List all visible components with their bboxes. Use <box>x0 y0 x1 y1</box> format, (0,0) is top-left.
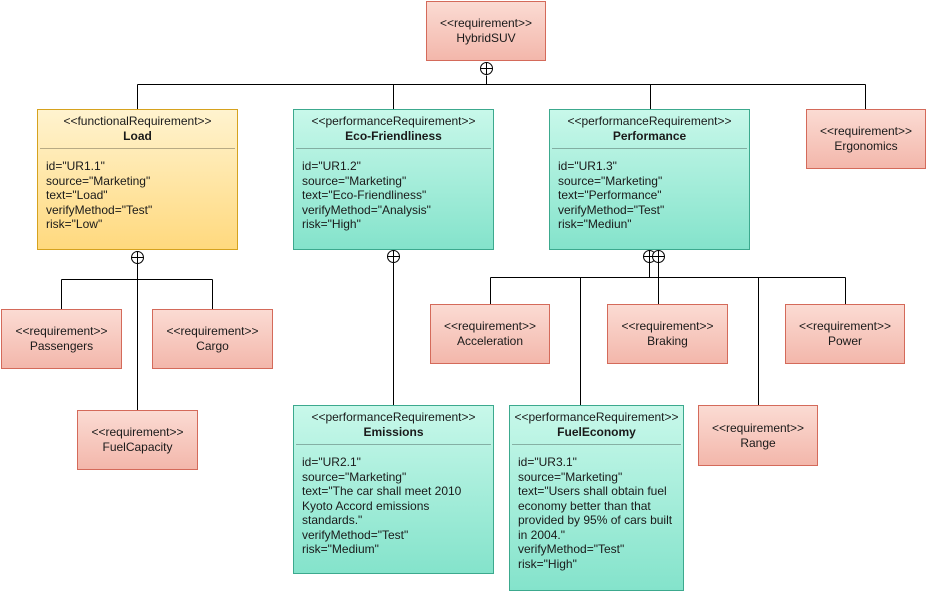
requirement-name: Load <box>123 129 152 143</box>
requirement-cargo[interactable]: <<requirement>> Cargo <box>152 309 273 369</box>
requirement-hybridsuv[interactable]: <<requirement>> HybridSUV <box>426 1 546 61</box>
property-verify-method: verifyMethod="Test" <box>302 527 409 542</box>
stereotype-label: <<requirement>> <box>439 16 533 30</box>
requirement-name: Acceleration <box>456 334 524 348</box>
properties-compartment: id="UR2.1" source="Marketing" text="The … <box>294 445 493 557</box>
stereotype-label: <<performanceRequirement>> <box>311 114 476 128</box>
requirement-name: Cargo <box>196 339 229 353</box>
requirement-power[interactable]: <<requirement>> Power <box>785 304 905 364</box>
requirement-name: Passengers <box>29 339 94 353</box>
property-source: source="Marketing" <box>302 173 407 188</box>
property-risk: risk="High" <box>518 556 577 571</box>
stereotype-label: <<requirement>> <box>798 319 892 333</box>
property-id: id="UR3.1" <box>518 455 577 469</box>
performance-requirement-emissions[interactable]: <<performanceRequirement>> Emissions id=… <box>293 405 494 574</box>
requirement-range[interactable]: <<requirement>> Range <box>698 405 818 466</box>
compartment-divider <box>40 148 235 149</box>
functional-requirement-load[interactable]: <<functionalRequirement>> Load id="UR1.1… <box>37 109 238 250</box>
stereotype-label: <<performanceRequirement>> <box>514 410 679 424</box>
properties-compartment: id="UR1.1" source="Marketing" text="Load… <box>38 149 237 232</box>
stereotype-label: <<performanceRequirement>> <box>311 410 476 424</box>
property-risk: risk="Mediun" <box>558 217 632 231</box>
stereotype-label: <<requirement>> <box>166 324 259 338</box>
property-verify-method: verifyMethod="Analysis" <box>302 202 431 217</box>
property-source: source="Marketing" <box>302 469 407 484</box>
performance-requirement-fueleconomy[interactable]: <<performanceRequirement>> FuelEconomy i… <box>509 405 684 591</box>
requirement-name: Emissions <box>363 425 424 439</box>
stereotype-label: <<requirement>> <box>443 319 537 333</box>
property-source: source="Marketing" <box>558 173 663 188</box>
compartment-divider <box>296 444 491 445</box>
requirement-name: Braking <box>647 334 688 348</box>
properties-compartment: id="UR1.3" source="Marketing" text="Perf… <box>550 149 749 232</box>
property-risk: risk="High" <box>302 217 361 231</box>
requirement-braking[interactable]: <<requirement>> Braking <box>607 304 728 364</box>
requirement-name: Eco-Friendliness <box>345 129 442 143</box>
performance-requirement-eco-friendliness[interactable]: <<performanceRequirement>> Eco-Friendlin… <box>293 109 494 250</box>
stereotype-label: <<requirement>> <box>15 324 108 338</box>
stereotype-label: <<functionalRequirement>> <box>63 114 212 128</box>
property-text: text="The car shall meet 2010 Kyoto Acco… <box>302 484 462 527</box>
property-verify-method: verifyMethod="Test" <box>46 202 153 217</box>
stereotype-label: <<requirement>> <box>91 425 184 439</box>
requirement-name: FuelCapacity <box>102 440 173 454</box>
property-text: text="Users shall obtain fuel economy be… <box>518 484 673 542</box>
requirement-name: Ergonomics <box>834 139 898 153</box>
property-id: id="UR1.3" <box>558 159 617 173</box>
requirement-name: FuelEconomy <box>557 425 636 439</box>
requirement-name: Power <box>827 334 862 348</box>
property-text: text="Performance" <box>558 188 662 202</box>
stereotype-label: <<requirement>> <box>621 319 714 333</box>
property-source: source="Marketing" <box>518 469 623 484</box>
requirement-passengers[interactable]: <<requirement>> Passengers <box>1 309 122 369</box>
requirement-name: HybridSUV <box>456 31 516 45</box>
property-verify-method: verifyMethod="Test" <box>558 202 665 217</box>
property-risk: risk="Low" <box>46 217 103 231</box>
containment-symbol-load <box>131 251 144 264</box>
compartment-divider <box>512 444 681 445</box>
performance-requirement-performance[interactable]: <<performanceRequirement>> Performance i… <box>549 109 750 250</box>
stereotype-label: <<requirement>> <box>819 124 913 138</box>
property-source: source="Marketing" <box>46 173 151 188</box>
stereotype-label: <<performanceRequirement>> <box>567 114 732 128</box>
property-id: id="UR1.1" <box>46 159 105 173</box>
requirement-fuelcapacity[interactable]: <<requirement>> FuelCapacity <box>77 410 198 470</box>
property-text: text="Load" <box>46 188 108 202</box>
requirement-name: Range <box>740 435 776 450</box>
containment-symbol-performance-b <box>652 250 665 263</box>
compartment-divider <box>296 148 491 149</box>
property-risk: risk="Medium" <box>302 542 379 556</box>
containment-symbol-hybridsuv <box>480 62 493 75</box>
property-id: id="UR1.2" <box>302 159 361 173</box>
containment-symbol-eco <box>387 250 400 263</box>
property-id: id="UR2.1" <box>302 455 361 469</box>
stereotype-label: <<requirement>> <box>711 420 805 435</box>
properties-compartment: id="UR3.1" source="Marketing" text="User… <box>510 445 683 571</box>
properties-compartment: id="UR1.2" source="Marketing" text="Eco-… <box>294 149 493 232</box>
compartment-divider <box>552 148 747 149</box>
property-text: text="Eco-Friendliness" <box>302 188 427 202</box>
property-verify-method: verifyMethod="Test" <box>518 542 625 556</box>
requirement-ergonomics[interactable]: <<requirement>> Ergonomics <box>806 109 926 169</box>
requirement-acceleration[interactable]: <<requirement>> Acceleration <box>430 304 550 364</box>
requirement-name: Performance <box>612 129 687 143</box>
